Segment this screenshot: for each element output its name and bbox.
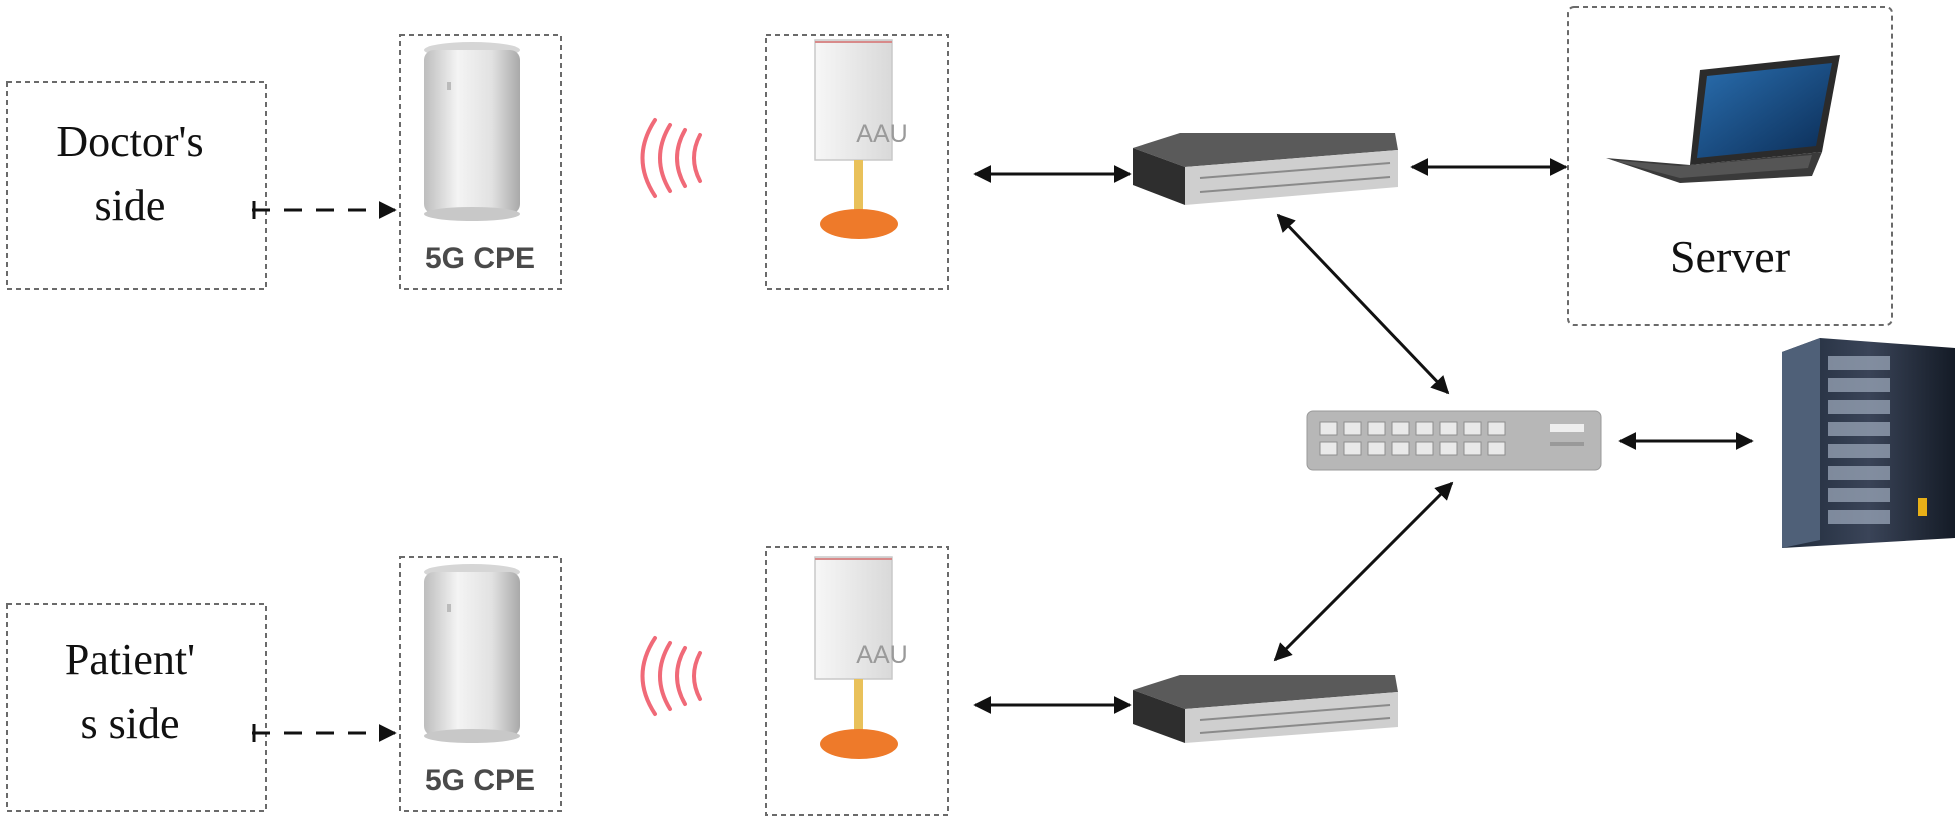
cpe-bottom-box: 5G CPE: [399, 556, 562, 812]
laptop-icon: [1606, 55, 1840, 183]
base-unit-bottom-icon: [1133, 675, 1398, 743]
cpe-bottom-label: 5G CPE: [425, 764, 535, 797]
cpe-top-box: 5G CPE: [399, 34, 562, 290]
antenna-icon: [814, 556, 898, 759]
server-box: Server: [1567, 6, 1893, 326]
patient-side-box: Patient' s side: [6, 603, 267, 812]
wireless-signal-icon: [640, 636, 702, 716]
router-icon: [424, 564, 520, 743]
doctor-side-label-line2: side: [95, 181, 166, 230]
aau-top-label: AAU: [856, 120, 907, 148]
network-switch-icon: [1306, 410, 1602, 471]
connection-arrows: [973, 158, 1754, 714]
bbu-top-to-switch-arrow: [1276, 213, 1450, 395]
patient-side-label-line1: Patient': [65, 635, 195, 684]
doctor-side-box: Doctor's side: [6, 81, 267, 290]
antenna-icon: [814, 39, 898, 239]
cpe-top-label: 5G CPE: [425, 242, 535, 275]
wireless-signal-icon: [640, 118, 702, 198]
aau-bottom-label: AAU: [856, 641, 907, 669]
switch-to-bbu-bottom-arrow: [1273, 481, 1454, 662]
router-icon: [424, 42, 520, 221]
server-rack-icon: [1782, 338, 1955, 548]
aau-top-box: AAU: [765, 34, 949, 290]
server-label: Server: [1670, 231, 1790, 282]
patient-side-label-line2: s side: [81, 699, 180, 748]
base-unit-top-icon: [1133, 133, 1398, 205]
aau-bottom-box: AAU: [765, 546, 949, 816]
doctor-side-label-line1: Doctor's: [56, 117, 203, 166]
